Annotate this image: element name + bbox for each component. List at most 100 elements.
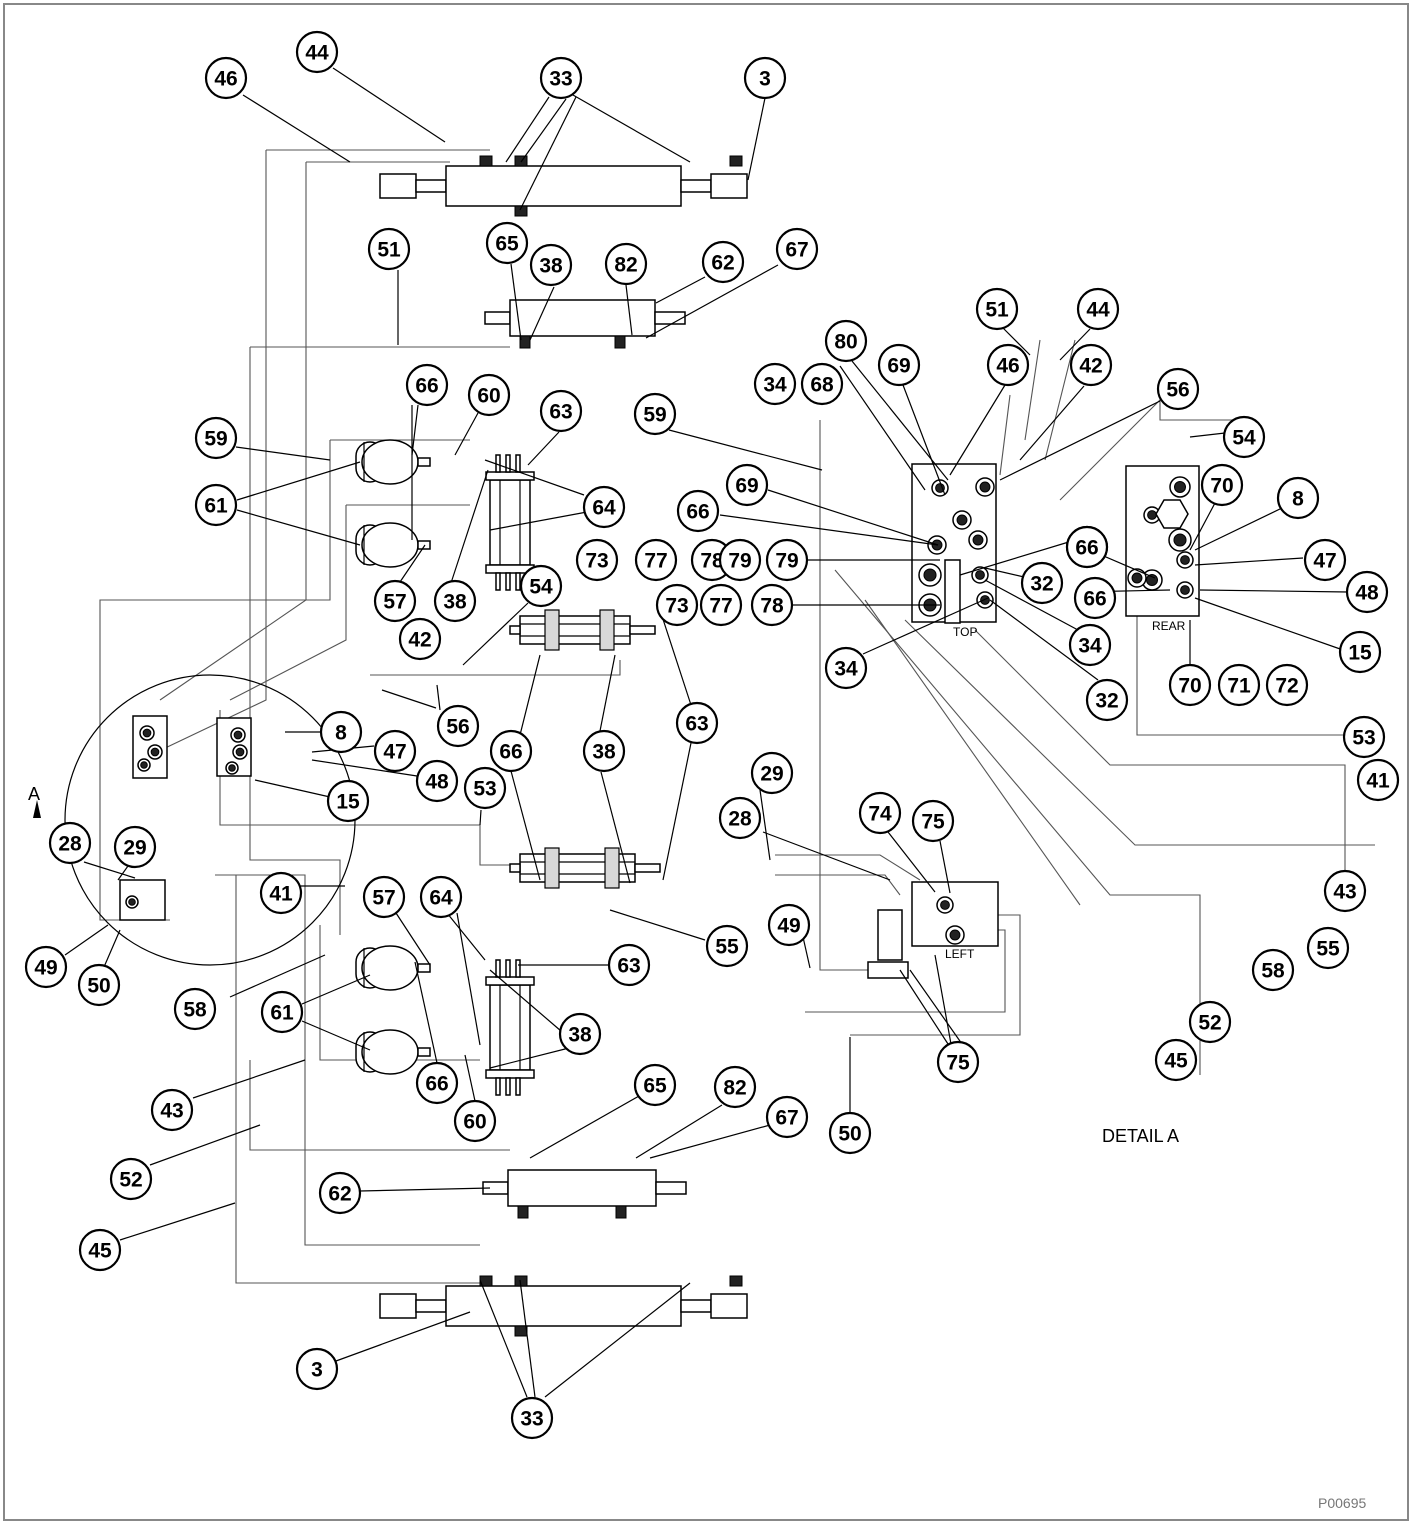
item-number: 62	[328, 1183, 351, 1206]
item-number: 82	[614, 254, 637, 277]
item-balloon: 33	[539, 56, 583, 100]
hose-line	[1044, 339, 1076, 461]
item-number: 28	[58, 833, 82, 856]
item-balloon: 78	[750, 583, 794, 627]
item-balloon: 62	[318, 1171, 362, 1215]
item-number: 77	[709, 595, 732, 618]
item-balloon: 63	[675, 701, 719, 745]
item-balloon: 15	[1338, 630, 1382, 674]
item-balloon: 55	[705, 924, 749, 968]
leader-line	[489, 511, 588, 531]
item-number: 34	[1078, 635, 1102, 658]
item-balloon: 77	[634, 538, 678, 582]
item-number: 65	[495, 233, 519, 256]
hose-line	[834, 569, 1201, 1075]
left-view-elbow-fitting	[867, 961, 909, 979]
item-balloon: 58	[173, 987, 217, 1031]
leader-line	[446, 912, 486, 961]
item-balloon: 63	[607, 943, 651, 987]
item-balloon: 52	[109, 1157, 153, 1201]
item-number: 78	[700, 550, 724, 573]
item-number: 67	[785, 239, 808, 262]
item-number: 55	[715, 936, 739, 959]
item-number: 46	[214, 68, 237, 91]
item-balloon: 38	[558, 1012, 602, 1056]
leader-line	[759, 789, 771, 861]
item-number: 60	[477, 385, 500, 408]
leader-line	[489, 1047, 570, 1069]
item-number: 47	[383, 741, 406, 764]
item-number: 38	[592, 741, 616, 764]
item-balloon: 70	[1200, 463, 1244, 507]
leader-line	[519, 1279, 536, 1398]
left-view-manifold	[911, 881, 999, 947]
leader-line	[411, 404, 419, 456]
item-balloon: 64	[582, 485, 626, 529]
item-balloon: 67	[765, 1095, 809, 1139]
item-number: 63	[617, 955, 640, 978]
item-balloon: 34	[824, 646, 868, 690]
section-arrow-icon	[33, 800, 41, 818]
item-balloon: 56	[1156, 367, 1200, 411]
item-number: 58	[1261, 960, 1285, 983]
item-number: 80	[834, 331, 857, 354]
item-number: 74	[868, 803, 892, 826]
item-balloon: 60	[467, 373, 511, 417]
item-balloon: 47	[1303, 538, 1347, 582]
item-balloon: 77	[699, 583, 743, 627]
hose-line	[249, 347, 341, 935]
item-number: 66	[1075, 537, 1098, 560]
item-number: 57	[372, 887, 395, 910]
view-rear-label: REAR	[1152, 619, 1186, 633]
valve-block-c	[119, 879, 166, 921]
item-number: 8	[1292, 488, 1304, 511]
item-number: 51	[377, 239, 401, 262]
item-balloon: 38	[582, 729, 626, 773]
accumulator-3	[355, 945, 431, 991]
item-number: 33	[520, 1408, 543, 1431]
item-number: 66	[686, 501, 709, 524]
item-number: 42	[1079, 355, 1102, 378]
leader-line	[395, 912, 431, 966]
hose-line	[819, 420, 875, 971]
leader-line	[64, 924, 109, 956]
item-balloon: 75	[936, 1040, 980, 1084]
leader-line	[484, 459, 585, 496]
item-balloon: 68	[800, 362, 844, 406]
hose-line	[229, 505, 347, 701]
item-balloon: 32	[1085, 678, 1129, 722]
leader-line	[229, 954, 326, 998]
leader-line	[609, 909, 706, 941]
left-view-tee-fitting	[877, 909, 903, 961]
leader-line	[599, 654, 616, 732]
leader-line	[625, 284, 633, 336]
item-balloon: 65	[633, 1063, 677, 1107]
item-balloon: 45	[1154, 1038, 1198, 1082]
item-balloon: 66	[415, 1061, 459, 1105]
item-number: 8	[335, 722, 347, 745]
leader-line	[984, 579, 1079, 631]
item-balloon: 70	[1168, 663, 1212, 707]
item-number: 59	[643, 404, 666, 427]
item-number: 53	[1352, 727, 1375, 750]
leader-line	[399, 544, 426, 583]
item-number: 68	[810, 374, 834, 397]
item-number: 67	[775, 1107, 798, 1130]
item-number: 75	[946, 1052, 970, 1075]
leader-line	[456, 912, 481, 1046]
item-balloon: 80	[824, 319, 868, 363]
hose-line	[319, 925, 480, 1061]
leader-line	[254, 779, 331, 798]
item-number: 60	[463, 1111, 486, 1134]
leader-line	[902, 384, 946, 496]
accumulator-bracket-lower	[485, 959, 535, 1096]
item-balloon: 74	[858, 791, 902, 835]
item-number: 64	[429, 887, 453, 910]
item-number: 49	[777, 915, 800, 938]
item-balloon: 42	[398, 617, 442, 661]
item-balloon: 49	[24, 945, 68, 989]
leader-line	[117, 865, 129, 881]
leader-line	[999, 400, 1161, 481]
item-number: 15	[1348, 642, 1372, 665]
item-number: 53	[473, 778, 496, 801]
